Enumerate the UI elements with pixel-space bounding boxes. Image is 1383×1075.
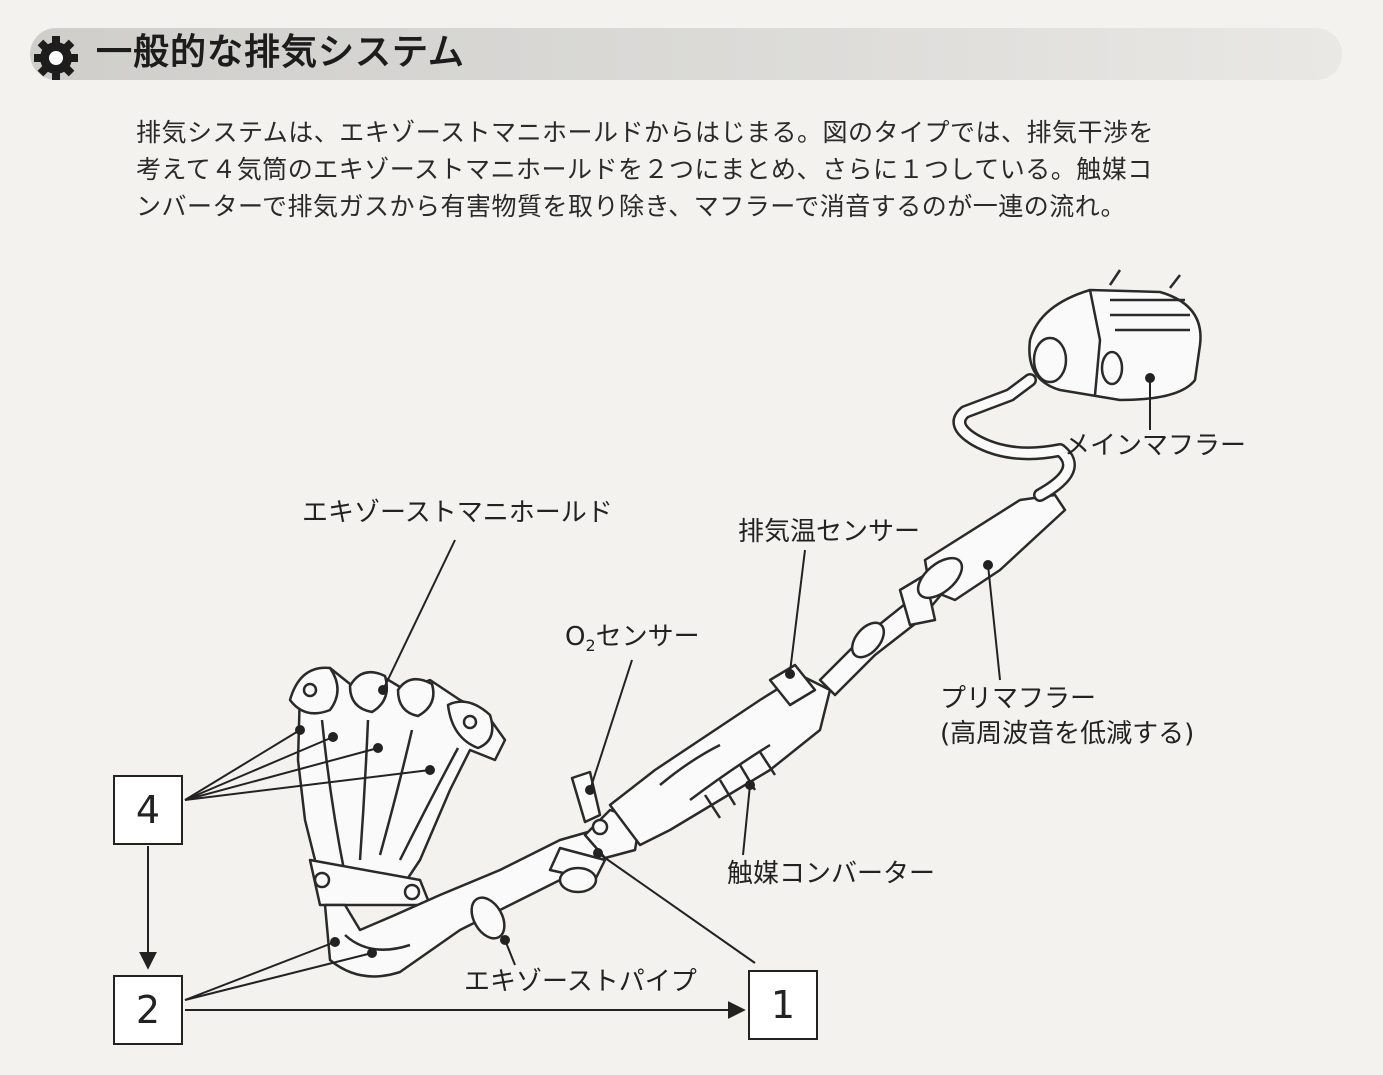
o2-prefix: O bbox=[565, 622, 586, 652]
title-band bbox=[30, 28, 1342, 80]
label-catalytic-converter: 触媒コンバーター bbox=[727, 859, 936, 889]
label-pre-muffler: プリマフラー bbox=[940, 684, 1097, 714]
exhaust-pipe-drawing bbox=[323, 808, 642, 978]
page-title: 一般的な排気システム bbox=[96, 32, 465, 73]
catalytic-converter-drawing bbox=[570, 663, 832, 847]
intro-line: ンバーターで排気ガスから有害物質を取り除き、マフラーで消音するのが一連の流れ。 bbox=[136, 192, 1127, 221]
label-exhaust-pipe: エキゾーストパイプ bbox=[464, 967, 697, 997]
exhaust-manifold-drawing bbox=[288, 666, 507, 907]
box-2: 2 bbox=[113, 975, 183, 1045]
box-1: 1 bbox=[748, 970, 818, 1040]
intro-line: 排気システムは、エキゾーストマニホールドからはじまる。図のタイプでは、排気干渉を bbox=[136, 118, 1155, 147]
o2-suffix: センサー bbox=[595, 622, 700, 652]
box-4: 4 bbox=[113, 775, 183, 845]
label-o2-sensor: O2センサー bbox=[565, 621, 700, 662]
intro-line: 考えて４気筒のエキゾーストマニホールドを２つにまとめ、さらに１つしている。触媒コ bbox=[136, 155, 1153, 184]
label-exhaust-temp-sensor: 排気温センサー bbox=[738, 517, 921, 547]
leader-lines bbox=[184, 373, 1155, 1001]
label-pre-muffler-note: (高周波音を低減する) bbox=[940, 719, 1195, 749]
pre-muffler-drawing bbox=[818, 373, 1076, 697]
gear-icon bbox=[34, 36, 78, 80]
label-main-muffler: メインマフラー bbox=[1064, 431, 1247, 461]
label-exhaust-manifold: エキゾーストマニホールド bbox=[302, 498, 613, 528]
o2-subscript: 2 bbox=[585, 636, 596, 656]
intro-paragraph: 排気システムは、エキゾーストマニホールドからはじまる。図のタイプでは、排気干渉を… bbox=[136, 114, 1246, 225]
main-muffler-drawing bbox=[1028, 269, 1202, 402]
